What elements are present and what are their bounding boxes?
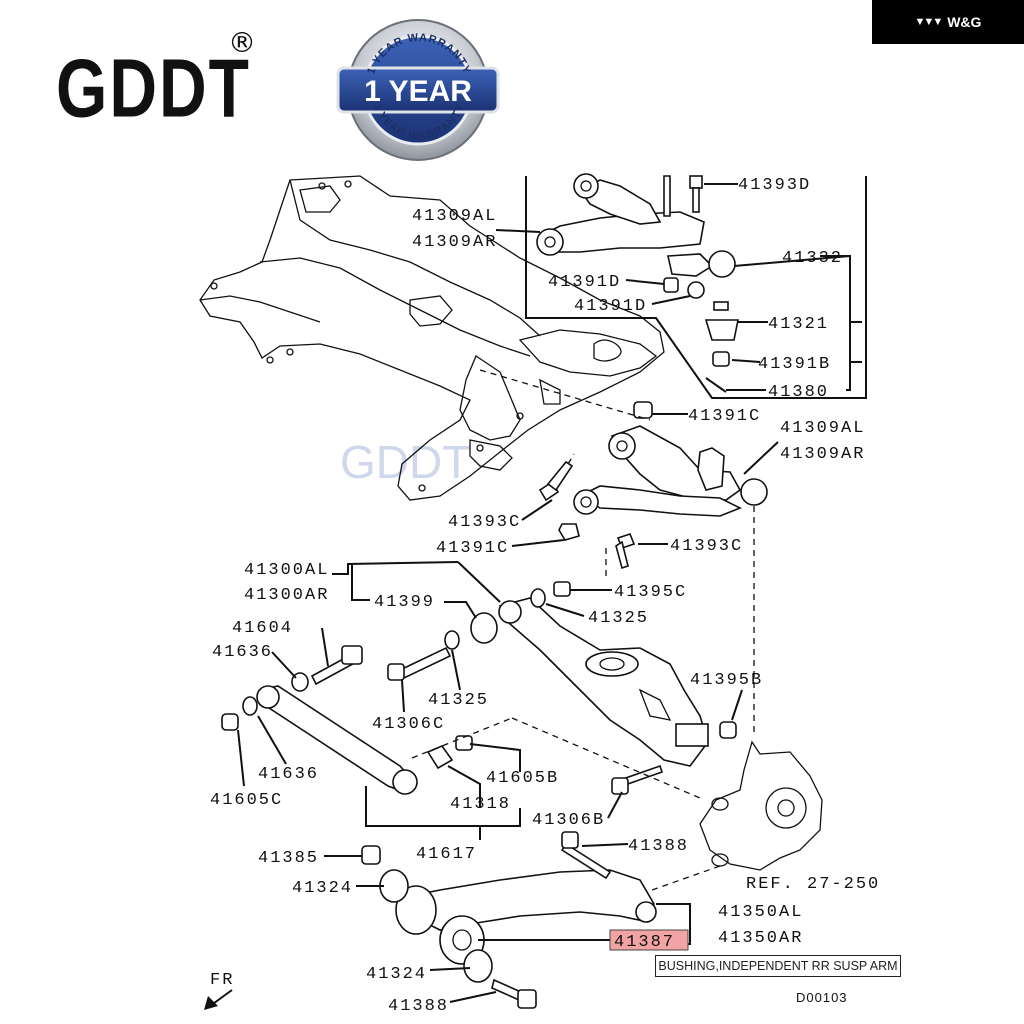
lower-arm-drawing	[361, 831, 657, 1009]
upper-arm-drawing	[538, 401, 768, 570]
warranty-badge: 1 YEAR WARRANTY 1 YEAR 1 YEAR WARRANTY	[336, 19, 500, 161]
registered-mark: ®	[228, 26, 256, 59]
label-41391D-a: 41391D	[548, 273, 621, 292]
corner-tag: ▼▼▼W&G	[872, 0, 1024, 44]
label-41306C: 41306C	[372, 715, 445, 734]
label-41385: 41385	[258, 849, 319, 868]
label-41309AR-top: 41309AR	[412, 233, 497, 252]
label-41617: 41617	[416, 845, 477, 864]
label-41399: 41399	[374, 593, 435, 612]
label-41636-a: 41636	[212, 643, 273, 662]
label-41391C-top: 41391C	[688, 407, 761, 426]
label-41309AL-mid: 41309AL	[780, 419, 865, 438]
label-41391C-mid: 41391C	[436, 539, 509, 558]
highlighted-part-number[interactable]: 41387	[614, 933, 675, 952]
wg-mark-icon: ▼▼▼	[914, 16, 944, 28]
label-41300AL: 41300AL	[244, 561, 329, 580]
leader-lines	[237, 183, 862, 1003]
label-41388-b: 41388	[388, 997, 449, 1016]
knuckle-reference-drawing	[699, 740, 823, 871]
label-41321: 41321	[768, 315, 829, 334]
badge-center-text: 1 YEAR	[364, 75, 472, 108]
label-41318: 41318	[450, 795, 511, 814]
label-41636-b: 41636	[258, 765, 319, 784]
label-41605C: 41605C	[210, 791, 283, 810]
label-41325-b: 41325	[428, 691, 489, 710]
diagram-code: D00103	[796, 990, 848, 1005]
label-41393C-right: 41393C	[670, 537, 743, 556]
label-41388-a: 41388	[628, 837, 689, 856]
label-41393C-left: 41393C	[448, 513, 521, 532]
trailing-arm-drawing	[444, 581, 737, 767]
front-direction-arrow-icon	[204, 989, 233, 1010]
detail-inset-frame	[525, 176, 867, 399]
highlighted-part-box[interactable]	[609, 929, 689, 951]
corner-tag-text: W&G	[947, 14, 982, 30]
label-41332: 41332	[782, 249, 843, 268]
lateral-link-drawing	[221, 645, 664, 795]
label-ref-27-250: REF. 27-250	[746, 875, 880, 894]
label-41391D-b: 41391D	[574, 297, 647, 316]
label-41309AL-top: 41309AL	[412, 207, 497, 226]
label-41300AR: 41300AR	[244, 586, 329, 605]
label-41324-a: 41324	[292, 879, 353, 898]
label-41309AR-mid: 41309AR	[780, 445, 865, 464]
label-41393D: 41393D	[738, 176, 811, 195]
label-41605B: 41605B	[486, 769, 559, 788]
label-41325-a: 41325	[588, 609, 649, 628]
upper-arm-detail-drawing	[536, 173, 739, 393]
part-tooltip: BUSHING,INDEPENDENT RR SUSP ARM	[655, 955, 901, 977]
label-41380: 41380	[768, 383, 829, 402]
badge-ribbon	[336, 66, 500, 114]
label-41391B: 41391B	[758, 355, 831, 374]
label-41395B: 41395B	[690, 671, 763, 690]
label-41306B: 41306B	[532, 811, 605, 830]
brand-logo: GDDT	[56, 41, 251, 134]
label-41324-b: 41324	[366, 965, 427, 984]
label-41350AR: 41350AR	[718, 929, 803, 948]
alignment-lines	[411, 369, 755, 891]
label-41350AL: 41350AL	[718, 903, 803, 922]
label-41395C: 41395C	[614, 583, 687, 602]
front-direction-label: FR	[210, 971, 234, 990]
label-41604: 41604	[232, 619, 293, 638]
crossmember-drawing	[199, 175, 665, 501]
